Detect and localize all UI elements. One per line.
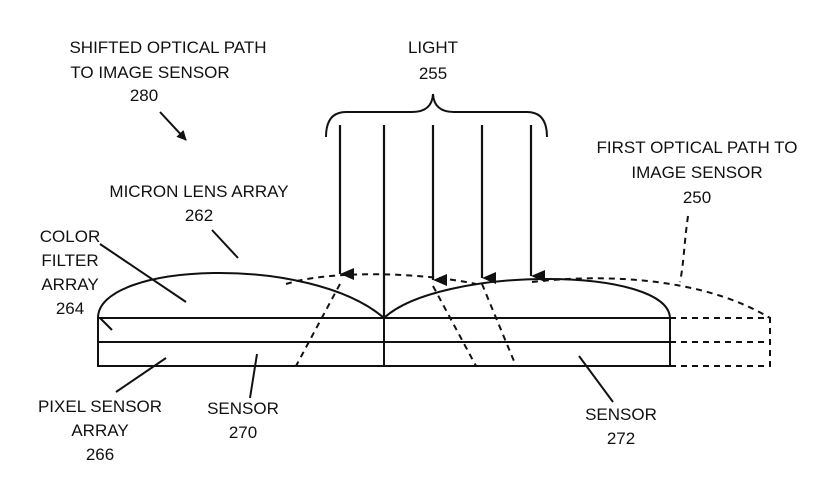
label-color-filter-array: COLOR FILTER ARRAY 264 xyxy=(40,227,100,318)
pixel-sensor-ref: 266 xyxy=(86,445,114,464)
first-path-line2: IMAGE SENSOR xyxy=(631,163,762,182)
label-pixel-sensor-array: PIXEL SENSOR ARRAY 266 xyxy=(38,397,162,464)
shifted-lens-right xyxy=(531,277,771,319)
micro-lens-leader xyxy=(211,229,239,259)
color-filter-line3: ARRAY xyxy=(41,275,98,294)
light-line1: LIGHT xyxy=(408,38,458,57)
sensor-right-ref: 272 xyxy=(607,429,635,448)
sensor-stack xyxy=(97,317,671,367)
label-sensor-272: SENSOR 272 xyxy=(585,405,657,448)
micro-lens-left xyxy=(97,272,385,319)
sensor-left-ref: 270 xyxy=(229,423,257,442)
label-first-optical-path: FIRST OPTICAL PATH TO IMAGE SENSOR 250 xyxy=(597,138,798,207)
pixel-sensor-line1: PIXEL SENSOR xyxy=(38,397,162,416)
color-filter-ref: 264 xyxy=(56,299,84,318)
refracted-path-2 xyxy=(432,285,477,367)
refracted-paths xyxy=(295,283,517,367)
color-filter-leader-2 xyxy=(99,317,113,331)
micro-lens-line1: MICRON LENS ARRAY xyxy=(109,182,288,201)
first-path-leader xyxy=(679,215,689,283)
sensor-right-line1: SENSOR xyxy=(585,405,657,424)
sensor-270-leader xyxy=(249,353,258,399)
pixel-sensor-line2: ARRAY xyxy=(71,421,128,440)
first-path-line1: FIRST OPTICAL PATH TO xyxy=(597,138,798,157)
label-shifted-optical-path: SHIFTED OPTICAL PATH TO IMAGE SENSOR 280 xyxy=(69,38,266,105)
pixel-sensor-leader xyxy=(115,357,167,393)
shifted-path-arrow xyxy=(159,111,187,141)
color-filter-line2: FILTER xyxy=(41,251,98,270)
light-rays xyxy=(338,125,545,318)
leader-lines xyxy=(99,229,614,403)
shifted-path-line1: SHIFTED OPTICAL PATH xyxy=(69,38,266,57)
refracted-path-1 xyxy=(295,283,341,367)
shifted-path-ref: 280 xyxy=(130,86,158,105)
shifted-stack-dashed xyxy=(670,317,771,367)
label-micro-lens-array: MICRON LENS ARRAY 262 xyxy=(109,182,288,225)
label-sensor-270: SENSOR 270 xyxy=(207,399,279,442)
sensor-left-line1: SENSOR xyxy=(207,399,279,418)
color-filter-leader xyxy=(99,243,187,303)
label-light: LIGHT 255 xyxy=(408,38,458,83)
micro-lens-ref: 262 xyxy=(185,206,213,225)
light-brace xyxy=(325,93,548,138)
sensor-272-leader xyxy=(578,355,614,403)
shifted-path-line2: TO IMAGE SENSOR xyxy=(70,63,229,82)
first-path-ref: 250 xyxy=(683,188,711,207)
color-filter-line1: COLOR xyxy=(40,227,100,246)
light-ref: 255 xyxy=(419,64,447,83)
shifted-lens-left xyxy=(285,273,477,285)
micro-lens-right xyxy=(383,278,671,319)
refracted-path-3 xyxy=(481,283,517,367)
